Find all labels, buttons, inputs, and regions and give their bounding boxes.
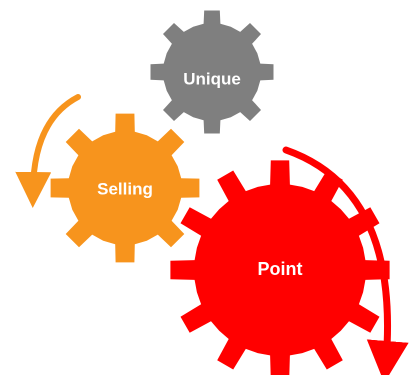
rotation-arrow-orange	[15, 94, 81, 208]
gear-point: Point	[170, 160, 390, 375]
gear-selling: Selling	[50, 113, 200, 263]
gear-unique: Unique	[150, 10, 274, 134]
gear-point-shape	[170, 160, 390, 375]
gear-unique-shape	[150, 10, 274, 134]
gear-selling-shape	[50, 113, 200, 263]
gear-selling-label: Selling	[97, 179, 153, 198]
gear-point-label: Point	[258, 259, 303, 279]
gear-unique-label: Unique	[183, 69, 241, 88]
